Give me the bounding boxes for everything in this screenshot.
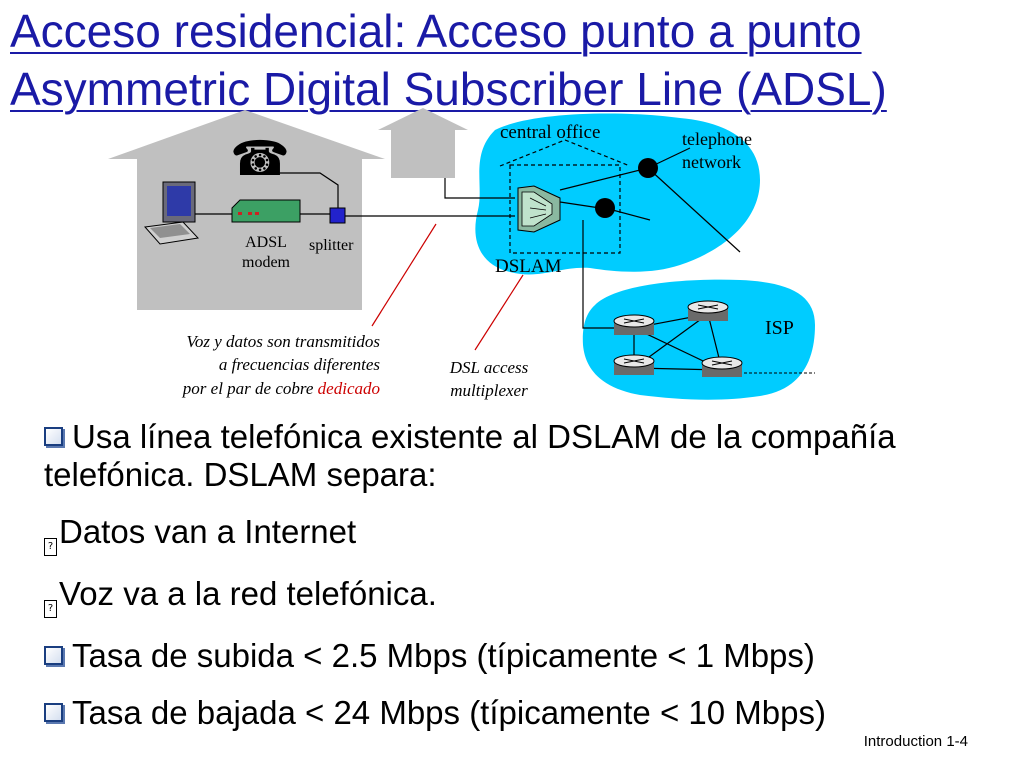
footer-section: Introduction bbox=[863, 733, 943, 750]
checkbox-bullet-icon bbox=[44, 703, 63, 722]
slide-title: Acceso residencial: Acceso punto a punto… bbox=[10, 2, 1010, 118]
telephone-icon: ☎ bbox=[230, 131, 290, 187]
slide-title-line-1: Acceso residencial: Acceso punto a punto bbox=[10, 5, 862, 57]
telephone-network-cloud bbox=[475, 113, 760, 275]
small-house bbox=[378, 108, 468, 178]
dsl-caption-line-1: DSL access bbox=[449, 358, 529, 377]
bullet-text: Tasa de subida < 2.5 Mbps (típicamente <… bbox=[72, 637, 815, 674]
bullet-list: Usa línea telefónica existente al DSLAM … bbox=[44, 418, 1004, 751]
voz-caption-line-3-text: por el par de cobre bbox=[182, 379, 318, 398]
list-item: Usa línea telefónica existente al DSLAM … bbox=[44, 418, 1004, 494]
voz-caption-dedicado: dedicado bbox=[318, 379, 380, 398]
telephone-switch-node bbox=[638, 158, 658, 178]
central-office-roof bbox=[499, 139, 631, 167]
router-icon bbox=[687, 300, 729, 321]
telephone-network-label-1: telephone bbox=[682, 129, 752, 149]
voz-pointer-line bbox=[371, 223, 437, 327]
dsl-caption-line-2: multiplexer bbox=[450, 381, 528, 400]
bullet-text: Usa línea telefónica existente al DSLAM … bbox=[44, 418, 896, 493]
voz-caption-line-2: a frecuencias diferentes bbox=[219, 355, 381, 374]
splitter-label: splitter bbox=[309, 237, 354, 254]
checkbox-bullet-icon bbox=[44, 646, 63, 665]
central-office-box bbox=[509, 164, 621, 254]
footer-page-number: 1-4 bbox=[946, 733, 968, 750]
router-icon bbox=[613, 314, 655, 335]
missing-glyph-icon: ? bbox=[44, 538, 57, 556]
central-office-label: central office bbox=[500, 122, 600, 143]
adsl-modem-label-1: ADSL bbox=[245, 234, 287, 251]
telephone-switch-node bbox=[595, 198, 615, 218]
router-icon bbox=[701, 356, 743, 377]
dslam-icon bbox=[517, 185, 561, 233]
isp-label: ISP bbox=[765, 317, 794, 339]
adsl-diagram: ☎ bbox=[108, 108, 815, 400]
missing-glyph-icon: ? bbox=[44, 600, 57, 618]
slide-title-line-2: Asymmetric Digital Subscriber Line (ADSL… bbox=[10, 63, 887, 115]
bullet-text: Tasa de bajada < 24 Mbps (típicamente < … bbox=[72, 694, 826, 731]
splitter-icon bbox=[329, 207, 346, 224]
modem-icon bbox=[231, 199, 301, 223]
slide-footer: Introduction 1-4 bbox=[864, 733, 968, 750]
list-item: Tasa de subida < 2.5 Mbps (típicamente <… bbox=[44, 637, 1004, 675]
voz-caption-line-1: Voz y datos son transmitidos bbox=[186, 332, 380, 351]
telephone-network-label-2: network bbox=[682, 152, 741, 172]
router-icon bbox=[613, 354, 655, 375]
computer-icon bbox=[144, 181, 200, 245]
list-item: ?Datos van a Internet bbox=[44, 513, 1004, 556]
voz-caption-line-3: por el par de cobre dedicado bbox=[182, 379, 380, 398]
isp-cloud bbox=[582, 279, 815, 400]
dsl-pointer-line bbox=[474, 274, 524, 351]
dslam-label: DSLAM bbox=[495, 256, 562, 277]
adsl-modem-label-2: modem bbox=[242, 254, 291, 271]
list-item: ?Voz va a la red telefónica. bbox=[44, 575, 1004, 618]
bullet-text: Voz va a la red telefónica. bbox=[59, 575, 437, 612]
list-item: Tasa de bajada < 24 Mbps (típicamente < … bbox=[44, 694, 1004, 732]
bullet-text: Datos van a Internet bbox=[59, 513, 357, 550]
checkbox-bullet-icon bbox=[44, 427, 63, 446]
